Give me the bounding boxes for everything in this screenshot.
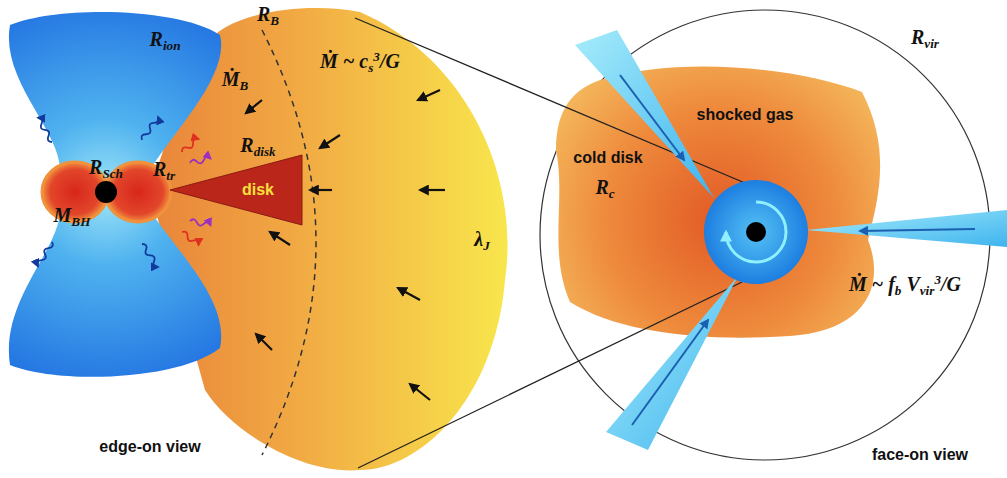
black-hole xyxy=(95,181,117,203)
inflow-arrow xyxy=(246,100,262,113)
radiation-wave xyxy=(140,243,160,269)
text-part: R xyxy=(911,26,924,48)
text-part: Ṁ ~ f xyxy=(849,273,895,295)
text-part: b xyxy=(895,283,902,298)
bondi-radius-arc xyxy=(262,30,316,455)
radiation-wave xyxy=(36,241,54,268)
radius-label: Rvir xyxy=(911,26,939,51)
text-part: vir xyxy=(924,35,939,50)
inflow-arrow xyxy=(310,189,332,191)
text-part: R xyxy=(240,134,253,156)
inflow-arrow xyxy=(410,384,430,400)
mass-label: MBH xyxy=(54,204,91,229)
rate-label: ṀB xyxy=(222,68,249,93)
inflow-arrow xyxy=(256,334,272,350)
text-part: 3 xyxy=(934,272,941,287)
text-part: BH xyxy=(71,213,90,228)
view-caption: face-on view xyxy=(872,446,968,464)
text-part: R xyxy=(89,156,102,178)
shocked-gas-blob xyxy=(552,62,888,342)
text-part: /G xyxy=(941,273,961,295)
node-text: disk xyxy=(242,181,274,199)
radius-label: RSch xyxy=(89,156,123,181)
radiation-wave xyxy=(140,116,160,142)
accretion-disk: disk xyxy=(170,155,302,225)
view-caption: edge-on view xyxy=(99,438,200,456)
inflow-arrow xyxy=(418,90,440,100)
inflow-arrow xyxy=(320,135,340,148)
radius-label: Rc xyxy=(595,176,614,201)
text-part: R xyxy=(150,28,163,50)
disk-wedge xyxy=(170,155,302,225)
text-part: B xyxy=(270,12,279,27)
shocked-gas-region: shocked gas xyxy=(552,62,888,342)
text-part: R xyxy=(595,176,608,198)
text-part: /G xyxy=(380,50,400,72)
text-part: 3 xyxy=(373,49,380,64)
text-part: B xyxy=(240,77,249,92)
region-label: cold disk xyxy=(573,149,642,167)
text-part: V xyxy=(901,273,919,295)
radius-label: RB xyxy=(257,3,279,28)
radiation-wave xyxy=(180,137,200,154)
text-part: M xyxy=(54,204,72,226)
node-text: shocked gas xyxy=(697,106,794,124)
rate-formula: Ṁ ~ cs3/G xyxy=(320,49,400,75)
radiation-wave xyxy=(189,219,211,228)
text-part: R xyxy=(153,158,166,180)
text-part: R xyxy=(257,3,270,25)
text-part: c xyxy=(609,185,615,200)
radius-label: Rtr xyxy=(153,158,175,183)
text-part: λ xyxy=(474,228,483,250)
radius-label: Rion xyxy=(150,28,181,53)
radiation-wave xyxy=(180,230,200,247)
inflow-arrows xyxy=(246,90,445,400)
radiation-wave xyxy=(189,156,211,165)
inflow-arrow xyxy=(270,232,290,245)
length-label: λJ xyxy=(474,228,489,253)
text-part: s xyxy=(368,60,373,75)
text-part: tr xyxy=(166,167,175,182)
disk-wedge xyxy=(170,155,302,225)
rate-formula: Ṁ ~ fb Vvir3/G xyxy=(849,272,961,298)
inflow-arrow xyxy=(398,288,420,300)
text-part: J xyxy=(483,237,490,252)
text-part: Ṁ ~ c xyxy=(320,50,368,72)
radiation-wave xyxy=(36,117,54,144)
text-part: Ṁ xyxy=(222,68,240,90)
text-part: Sch xyxy=(102,165,123,180)
text-part: vir xyxy=(920,283,935,298)
halo-illustration xyxy=(355,18,1007,468)
radius-label: Rdisk xyxy=(240,134,275,159)
text-part: disk xyxy=(254,143,276,158)
inflow-arrow xyxy=(420,189,445,191)
text-part: ion xyxy=(163,37,181,52)
